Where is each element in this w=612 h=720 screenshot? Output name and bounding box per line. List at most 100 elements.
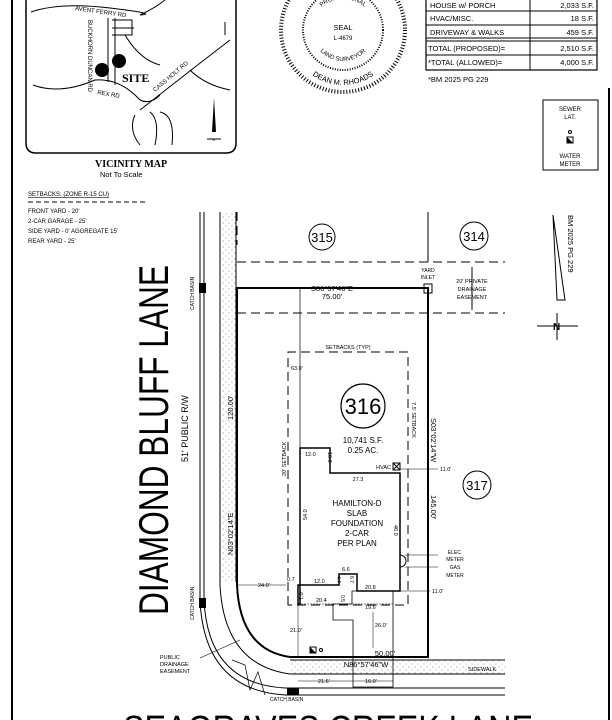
svg-text:DEAN M. RHOADS: DEAN M. RHOADS — [311, 69, 375, 87]
site-marker-icon — [112, 54, 126, 68]
catch-basin-icon — [287, 688, 299, 695]
driveway — [332, 590, 394, 688]
vicinity-map: AVENT FERRY RD BUCKHORN DUNCAN RD REX RD… — [25, 0, 237, 154]
setback-lines: SETBACKS (TYP) 63.0' 20' SETBACK 7.5' SE… — [282, 288, 416, 606]
table-total-value: 4,000 S.F. — [560, 58, 594, 67]
north-arrow-icon: N — [207, 98, 221, 142]
svg-text:20' PRIVATE: 20' PRIVATE — [456, 279, 488, 285]
north-arrow-icon: N — [537, 214, 578, 340]
svg-text:N: N — [553, 322, 560, 333]
catch-basin-icon — [199, 598, 206, 608]
vicinity-map-scale: Not To Scale — [100, 170, 142, 179]
svg-text:6.7: 6.7 — [348, 576, 354, 583]
road-label: BUCKHORN DUNCAN RD — [86, 20, 92, 93]
water-meter-icon — [567, 137, 573, 143]
svg-text:19.6': 19.6' — [365, 605, 377, 611]
table-row-label: HOUSE w/ PORCH — [430, 1, 495, 10]
svg-text:21.6': 21.6' — [318, 679, 330, 685]
svg-text:HAMILTON-D: HAMILTON-D — [332, 499, 381, 508]
road-label: AVENT FERRY RD — [75, 6, 128, 19]
svg-text:WATER: WATER — [560, 154, 582, 160]
setbacks-heading: SETBACKS: (ZONE R-15 CU) — [28, 192, 109, 198]
table-total-value: 2,510 S.F. — [560, 44, 594, 53]
svg-text:YARD: YARD — [421, 268, 435, 274]
lot-number-315: 315 — [311, 230, 333, 245]
svg-text:GAS: GAS — [450, 565, 461, 571]
sidewalk-label: SIDEWALK — [468, 667, 497, 673]
svg-text:7.5' SETBACK: 7.5' SETBACK — [410, 402, 416, 438]
setback-item: FRONT YARD - 20' — [28, 209, 80, 215]
svg-text:0.7: 0.7 — [287, 577, 295, 583]
site-label: SITE — [122, 71, 149, 85]
svg-text:PUBLIC: PUBLIC — [160, 655, 180, 661]
west-bearing: N03°02'14"E — [226, 512, 235, 555]
svg-text:12.0: 12.0 — [305, 452, 316, 458]
svg-text:METER: METER — [446, 557, 464, 563]
hvac-unit-icon — [392, 462, 401, 471]
svg-text:7.0: 7.0 — [299, 592, 305, 600]
lot-number-317: 317 — [466, 478, 488, 493]
svg-text:54.0: 54.0 — [303, 509, 309, 520]
setback-item: 2-CAR GARAGE - 25' — [28, 219, 87, 225]
setback-item: REAR YARD - 25' — [28, 239, 76, 245]
svg-text:10.0: 10.0 — [326, 452, 332, 463]
svg-text:20.8: 20.8 — [365, 585, 376, 591]
sewer-lateral-icon — [319, 648, 323, 652]
svg-text:21.0': 21.0' — [290, 628, 302, 634]
north-distance: 75.00' — [322, 292, 343, 301]
table-row-value: 459 S.F. — [566, 28, 594, 37]
svg-text:EASEMENT: EASEMENT — [457, 295, 488, 301]
lot-316-boundary: S86°57'46"E 75.00' S03°02'14"W 145.00' 5… — [226, 284, 438, 669]
svg-text:0.5: 0.5 — [339, 595, 345, 602]
svg-text:LAT.: LAT. — [564, 115, 576, 121]
svg-text:INLET: INLET — [421, 275, 435, 281]
surveyor-seal: NORTH CAROLINA PROFESSIONAL SEAL L-4679 … — [279, 0, 407, 94]
svg-text:SEWER: SEWER — [559, 107, 582, 113]
street-name-diamond-bluff: DIAMOND BLUFF LANE — [130, 265, 177, 615]
svg-text:DRAINAGE: DRAINAGE — [458, 287, 487, 293]
site-marker-icon — [95, 63, 109, 77]
svg-text:SLAB: SLAB — [347, 509, 367, 518]
svg-text:20.4: 20.4 — [316, 598, 327, 604]
private-drainage-easement: 20' PRIVATE DRAINAGE EASEMENT YARD INLET — [236, 212, 505, 314]
diamond-bluff-lane-road: CATCH BASIN CATCH BASIN — [190, 212, 291, 696]
south-distance: 50.00' — [375, 649, 396, 658]
east-bearing: S03°02'14"W — [429, 418, 438, 463]
road-label: REX RD — [97, 90, 121, 100]
catch-basin-icon — [199, 283, 206, 293]
svg-text:N: N — [212, 137, 215, 142]
svg-text:12.0: 12.0 — [314, 579, 325, 585]
south-bearing: N86°57'46"W — [344, 660, 390, 669]
svg-text:4.7: 4.7 — [335, 576, 341, 583]
west-distance: 120.00' — [226, 395, 235, 420]
bm-reference: BM 2025 PG 229 — [566, 215, 575, 273]
svg-text:CATCH BASIN: CATCH BASIN — [270, 697, 304, 703]
seagraves-creek-lane-road: CATCH BASIN SIDEWALK — [270, 659, 505, 703]
svg-text:16.0': 16.0' — [365, 679, 377, 685]
svg-text:2-CAR: 2-CAR — [345, 529, 369, 538]
house-footprint: HAMILTON-D SLAB FOUNDATION 2-CAR PER PLA… — [237, 447, 464, 685]
svg-text:26.0': 26.0' — [375, 623, 387, 629]
right-of-way-label: 51' PUBLIC R/W — [180, 395, 190, 462]
svg-text:DRAINAGE: DRAINAGE — [160, 662, 189, 668]
lot-area-sf: 10,741 S.F. — [343, 436, 383, 445]
vicinity-map-title: VICINITY MAP — [95, 159, 167, 170]
setback-item: SIDE YARD - 0' AGGREGATE 15' — [28, 229, 118, 235]
svg-text:24.0': 24.0' — [258, 583, 270, 589]
lot-number-314: 314 — [463, 229, 485, 244]
svg-text:CATCH BASIN: CATCH BASIN — [190, 586, 196, 620]
svg-text:SEAL: SEAL — [333, 23, 352, 32]
north-bearing: S86°57'46"E — [311, 284, 353, 293]
svg-text:HVAC: HVAC — [376, 465, 391, 471]
svg-text:20' SETBACK: 20' SETBACK — [282, 441, 288, 476]
table-row-label: HVAC/MISC. — [430, 14, 473, 23]
public-drainage-easement: PUBLIC DRAINAGE EASEMENT — [160, 639, 266, 696]
svg-text:CATCH BASIN: CATCH BASIN — [190, 276, 196, 310]
svg-text:46.0: 46.0 — [392, 525, 398, 536]
impervious-area-table: HOUSE w/ PORCH 2,033 S.F. HVAC/MISC. 18 … — [425, 0, 598, 71]
table-note: *BM 2025 PG 229 — [428, 75, 488, 84]
svg-text:EASEMENT: EASEMENT — [160, 669, 191, 675]
east-distance: 145.00' — [429, 495, 438, 520]
svg-text:ELEC.: ELEC. — [448, 550, 462, 556]
